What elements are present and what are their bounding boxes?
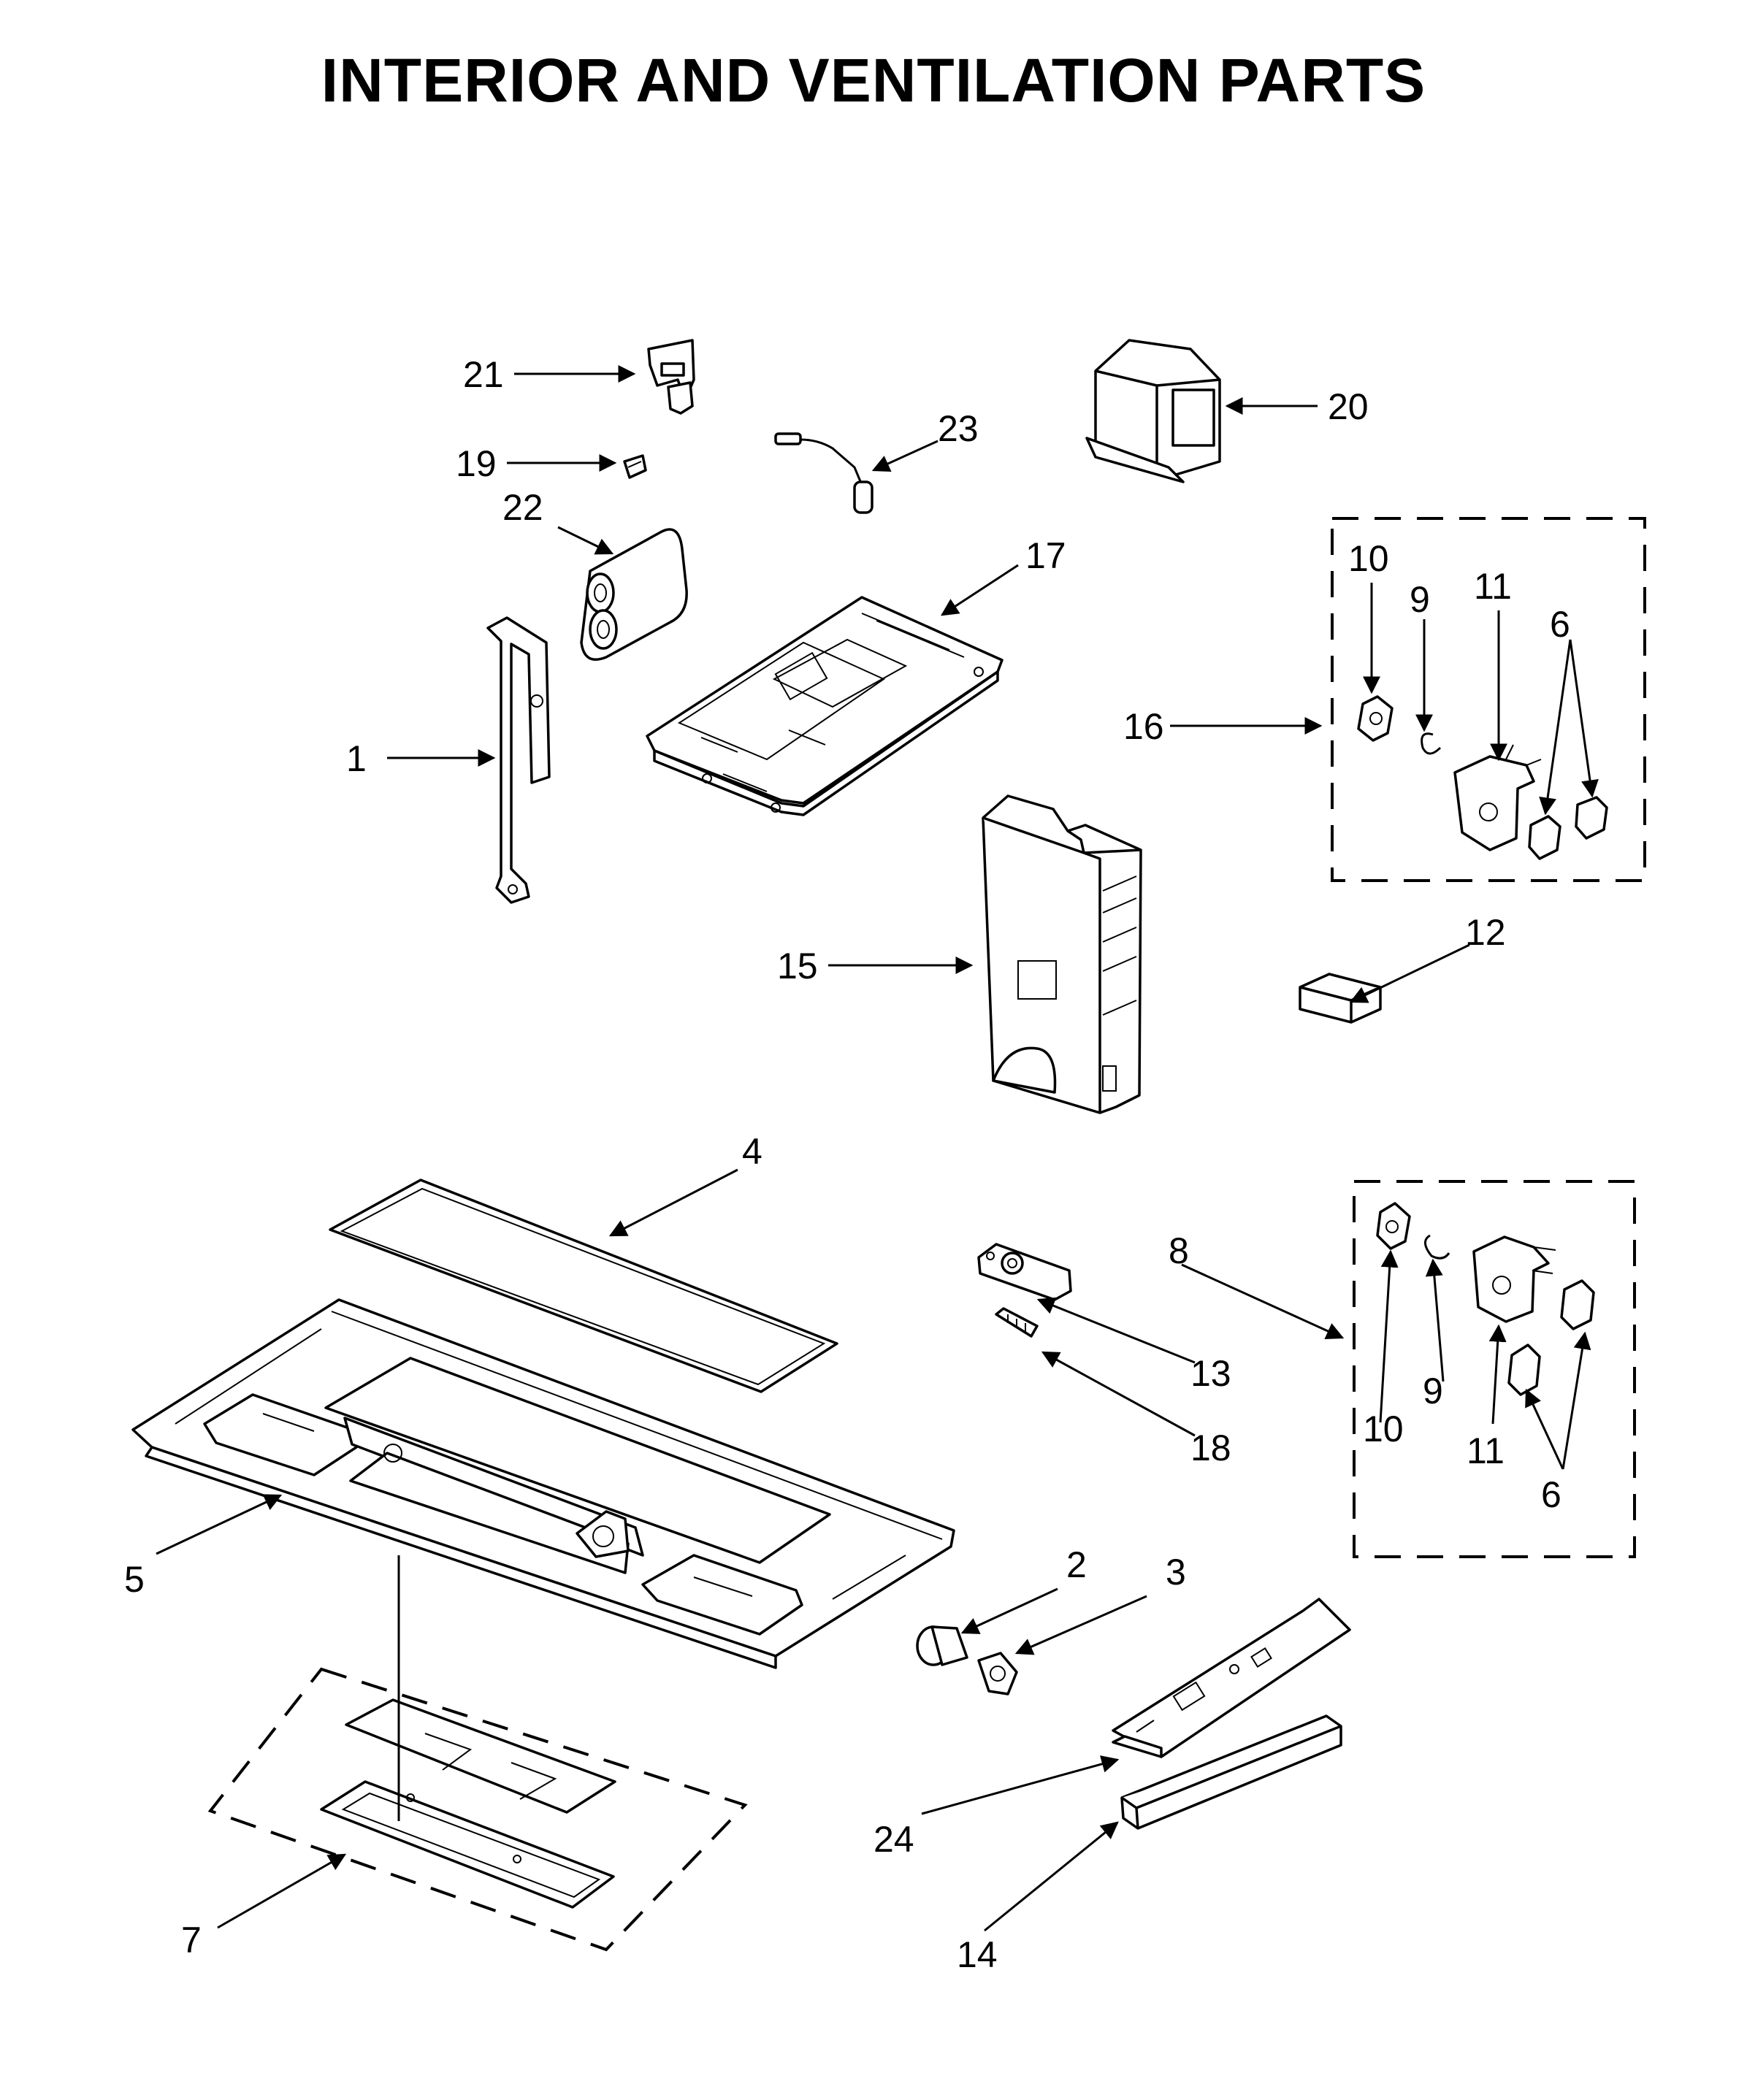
callout-22: 22 [502,487,543,528]
assembly-8-box [1353,1180,1636,1558]
callout-15: 15 [777,946,818,986]
callout-12: 12 [1465,912,1506,953]
part-19-clip [623,454,647,479]
part-24-control-bracket [1112,1598,1351,1758]
assembly-7-box [207,1667,748,1952]
callout-16: 16 [1123,706,1164,747]
callout-20: 20 [1328,386,1369,427]
callout-17: 17 [1025,535,1066,576]
callout-11-upper: 11 [1474,566,1512,607]
callout-6-upper: 6 [1550,604,1570,645]
callout-9-upper: 9 [1410,579,1430,620]
part-3-lamp-socket [977,1652,1018,1695]
part-2-lamp-cap [916,1625,968,1666]
part-7-grease-filter [320,1698,616,1909]
callout-6-lower: 6 [1541,1474,1561,1515]
part-21-thermal-cutoff [647,339,695,415]
callout-10-upper: 10 [1348,538,1389,579]
callout-9-lower: 9 [1423,1371,1443,1411]
callout-2: 2 [1066,1544,1087,1585]
part-10-lower-switch-holder [1376,1202,1411,1250]
part-6-upper-switches [1528,796,1608,860]
callout-14: 14 [957,1934,998,1975]
callout-23: 23 [938,408,979,449]
callout-4: 4 [742,1131,762,1172]
callout-11-lower: 11 [1467,1430,1505,1471]
part-22-capacitor [580,528,688,661]
callout-5: 5 [124,1559,145,1600]
callout-24: 24 [874,1819,914,1860]
part-15-air-duct [982,794,1142,1114]
part-13-lamp-socket [977,1243,1072,1301]
part-6-lower-switches [1507,1279,1595,1396]
callout-1: 1 [346,738,367,779]
callout-13: 13 [1190,1353,1231,1394]
leader-lines [156,365,1599,1932]
part-17-mounting-plate [646,596,1004,816]
part-18-lamp-bulb [995,1307,1039,1338]
part-14-trim-strip [1120,1714,1342,1830]
callout-labels: 1 2 3 4 5 6 6 7 8 9 9 10 10 11 11 12 13 … [124,354,1570,1975]
part-1-bracket [486,616,551,904]
part-12-block [1299,973,1382,1024]
part-11-upper-bracket [1453,744,1542,851]
callout-19: 19 [456,443,497,484]
callout-18: 18 [1190,1428,1231,1468]
part-20-transformer [1085,339,1221,483]
part-23-diode [774,432,874,514]
callout-3: 3 [1166,1552,1186,1593]
callout-21: 21 [463,354,504,395]
part-10-upper-switch-holder [1357,695,1394,742]
callout-7: 7 [181,1920,202,1961]
part-4-filter-panel [329,1179,838,1393]
assembly-16-box [1331,517,1646,882]
page-title: INTERIOR AND VENTILATION PARTS [321,46,1426,115]
callout-10-lower: 10 [1363,1409,1404,1449]
part-9-lower-spring [1424,1234,1450,1260]
part-11-lower-bracket [1472,1235,1556,1323]
part-9-upper-spring [1421,732,1442,755]
callout-8: 8 [1169,1230,1189,1271]
part-5-vent-grille [131,1298,955,1669]
